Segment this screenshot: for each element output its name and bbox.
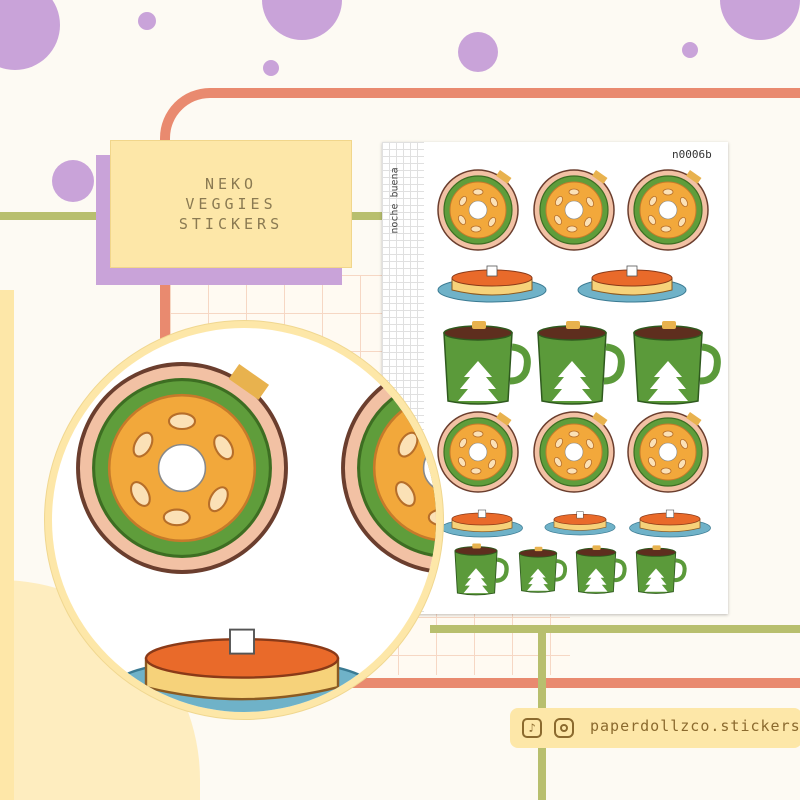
pie-sticker xyxy=(629,509,711,538)
sheet-code: n0006b xyxy=(672,148,712,161)
pie-sticker xyxy=(577,265,687,303)
tart-sticker xyxy=(437,411,519,493)
tart-sticker xyxy=(627,411,709,493)
title-card: NEKO VEGGIES STICKERS xyxy=(110,140,352,268)
pie-sticker xyxy=(544,511,616,536)
dot xyxy=(682,42,698,58)
dot xyxy=(138,12,156,30)
tart-sticker xyxy=(627,169,709,251)
title-line-1: NEKO xyxy=(204,175,258,193)
zoom-illustration xyxy=(76,362,436,712)
mug-sticker xyxy=(517,544,568,595)
pie-sticker xyxy=(441,509,523,538)
social-handle[interactable]: paperdollzco.stickers xyxy=(590,717,800,735)
dot xyxy=(262,0,342,40)
tart-sticker xyxy=(533,411,615,493)
dot xyxy=(263,60,279,76)
dot xyxy=(0,0,60,70)
zoom-detail-circle xyxy=(52,328,436,712)
mug-sticker xyxy=(538,321,621,404)
social-bar xyxy=(510,708,800,748)
instagram-icon[interactable] xyxy=(554,718,574,738)
olive-line-h2 xyxy=(430,625,800,633)
tart-sticker xyxy=(533,169,615,251)
dot xyxy=(458,32,498,72)
tart-sticker xyxy=(437,169,519,251)
mug-sticker xyxy=(636,545,684,593)
dot xyxy=(720,0,800,40)
mug-sticker xyxy=(634,321,717,404)
tiktok-icon[interactable]: ♪ xyxy=(522,718,542,738)
title-line-3: STICKERS xyxy=(178,215,284,233)
mug-sticker xyxy=(444,321,527,404)
mug-sticker xyxy=(576,545,624,593)
mug-sticker xyxy=(455,543,507,594)
title-line-2: VEGGIES xyxy=(185,195,277,213)
dot xyxy=(52,160,94,202)
pie-sticker xyxy=(437,265,547,303)
